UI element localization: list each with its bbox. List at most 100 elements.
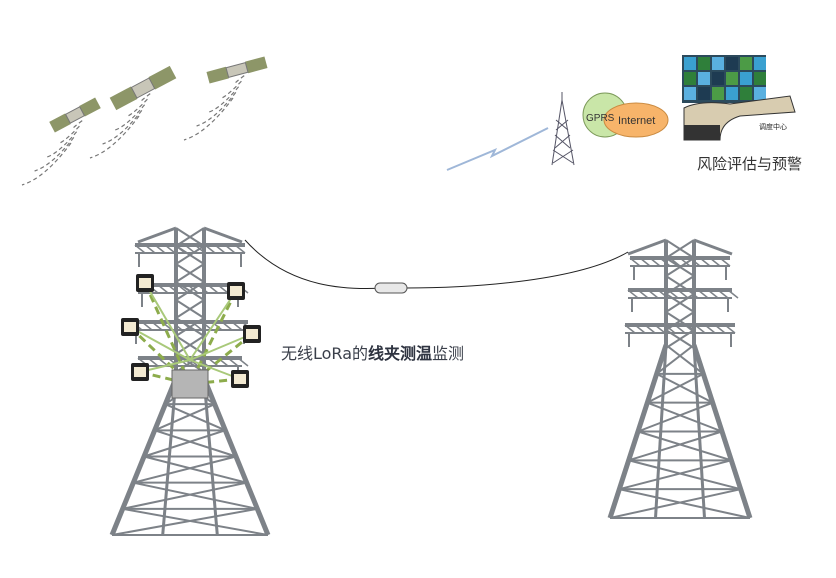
tower-member xyxy=(224,244,236,254)
lora-link xyxy=(188,290,238,385)
tower-earthwire-arm xyxy=(137,226,177,244)
monitor-screen xyxy=(698,72,710,85)
tower-member xyxy=(214,244,226,254)
monitor-screen xyxy=(698,57,710,70)
tower-member xyxy=(122,481,247,510)
lora-link xyxy=(189,290,237,361)
monitor-screen xyxy=(740,72,752,85)
tower-member xyxy=(677,289,689,299)
tower-member xyxy=(717,289,729,299)
lora-gateway-box xyxy=(171,369,209,399)
signal-wave xyxy=(208,86,240,113)
tower-member xyxy=(144,244,156,254)
tower-member xyxy=(637,289,649,299)
monitor-screen xyxy=(726,57,738,70)
monitor-screen xyxy=(754,87,766,100)
tower-member xyxy=(204,244,216,254)
temperature-sensor-face xyxy=(234,374,246,384)
signal-wave xyxy=(183,97,234,141)
tower-member xyxy=(665,344,704,375)
temperature-sensor-face xyxy=(124,322,136,332)
tower-member xyxy=(207,357,219,367)
monitor-screen xyxy=(740,57,752,70)
tower-member xyxy=(177,284,189,294)
tower-earthwire-arm xyxy=(203,226,243,244)
monitor-screen xyxy=(726,87,738,100)
signal-wave xyxy=(59,125,80,144)
satellite-icon xyxy=(206,56,268,84)
monitor-screen xyxy=(712,57,724,70)
tower-member xyxy=(133,481,258,510)
lora-link xyxy=(144,282,191,361)
tower-member xyxy=(704,324,716,334)
tower-member xyxy=(154,429,237,458)
signal-wave xyxy=(46,131,78,158)
monitor-screen xyxy=(740,87,752,100)
tower-member xyxy=(627,289,639,299)
tower-member xyxy=(234,244,246,254)
tower-member xyxy=(679,257,691,267)
tower-member xyxy=(647,289,659,299)
temperature-sensor-face xyxy=(230,286,242,296)
conductor-wire xyxy=(244,239,629,290)
lora-link xyxy=(129,326,191,361)
tower-member xyxy=(707,289,719,299)
caption-suffix: 监测 xyxy=(432,344,465,363)
tower-member xyxy=(709,257,721,267)
satellite-icon xyxy=(49,97,101,133)
tower-member xyxy=(667,289,679,299)
tower-member xyxy=(665,239,695,259)
tower-member xyxy=(634,324,646,334)
monitor-screen xyxy=(712,87,724,100)
communication-tower-icon xyxy=(551,92,575,166)
tower-member xyxy=(141,321,153,331)
tower-member xyxy=(181,321,193,331)
monitor-screen xyxy=(684,72,696,85)
tower-member xyxy=(227,357,239,367)
tower-member xyxy=(174,244,186,254)
signal-wave xyxy=(114,104,146,131)
tower-member xyxy=(175,335,205,355)
tower-member xyxy=(646,372,704,404)
tower-member xyxy=(674,324,686,334)
tower-member xyxy=(639,257,651,267)
tower-member xyxy=(619,459,732,491)
signal-wave xyxy=(71,120,83,130)
tower-member xyxy=(697,289,709,299)
tower-member xyxy=(154,244,166,254)
tower-member xyxy=(207,284,219,294)
tower-member xyxy=(143,429,226,458)
monitor-screen xyxy=(712,72,724,85)
temperature-sensor-face xyxy=(139,278,151,288)
signal-wave xyxy=(89,115,140,159)
monitor-screen xyxy=(754,72,766,85)
signal-wave xyxy=(21,142,72,186)
monitor-screen xyxy=(684,87,696,100)
satellite-signal-waves xyxy=(21,75,245,186)
tower-member xyxy=(619,488,751,519)
internet-label: Internet xyxy=(618,115,655,127)
tower-member xyxy=(629,257,641,267)
gprs-label: GPRS xyxy=(586,113,615,124)
tower-member xyxy=(714,324,726,334)
signal-wave xyxy=(102,110,143,145)
tower-member xyxy=(656,372,714,404)
tower-member xyxy=(194,244,206,254)
tower-member xyxy=(694,324,706,334)
tower-member xyxy=(657,289,669,299)
tower-member xyxy=(719,257,731,267)
tower-member xyxy=(133,455,237,484)
tower-member xyxy=(699,257,711,267)
tower-member xyxy=(609,488,741,519)
dispatch-center-image xyxy=(682,55,796,141)
tower-member xyxy=(197,357,209,367)
lora-link xyxy=(143,282,192,385)
tower-member xyxy=(684,324,696,334)
tower-member xyxy=(191,321,203,331)
monitor-screen xyxy=(684,57,696,70)
tower-member xyxy=(221,321,233,331)
caption-prefix: 无线LoRa的 xyxy=(281,344,368,363)
tower-member xyxy=(147,357,159,367)
tower-member xyxy=(164,244,176,254)
signal-wave xyxy=(34,137,75,172)
